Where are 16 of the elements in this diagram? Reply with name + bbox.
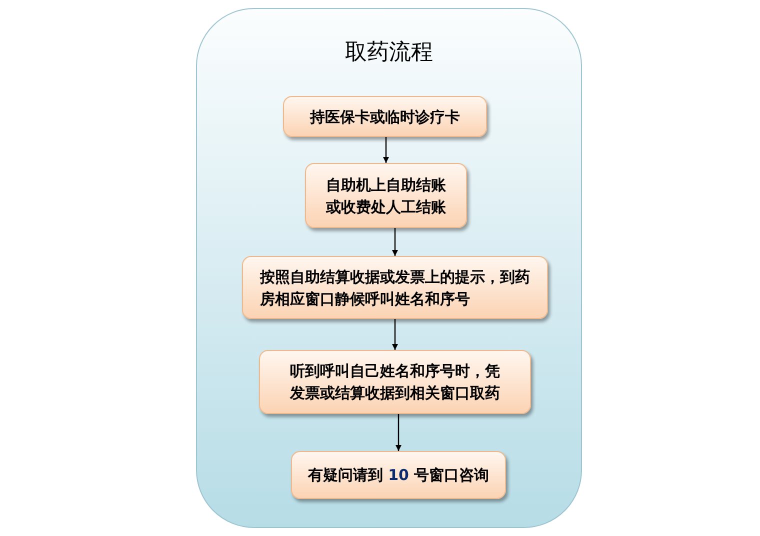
step-text: 听到呼叫自己姓名和序号时，凭发票或结算收据到相关窗口取药 <box>290 361 500 404</box>
process-box <box>259 350 531 414</box>
process-box <box>291 451 506 499</box>
step-text: 按照自助结算收据或发票上的提示，到药房相应窗口静候呼叫姓名和序号 <box>260 266 530 310</box>
panel-title: 取药流程 <box>344 39 434 67</box>
process-box <box>242 256 548 319</box>
process-box <box>305 163 467 228</box>
rounded-panel <box>196 8 582 528</box>
arrow <box>396 414 402 451</box>
arrow <box>392 319 398 350</box>
arrow <box>392 228 398 256</box>
arrow <box>383 137 389 163</box>
step-text: 自助机上自助结账或收费处人工结账 <box>326 174 446 218</box>
step-text: 持医保卡或临时诊疗卡 <box>310 106 460 128</box>
step-text: 有疑问请到 10 号窗口咨询 <box>308 465 490 486</box>
process-box <box>283 96 487 137</box>
